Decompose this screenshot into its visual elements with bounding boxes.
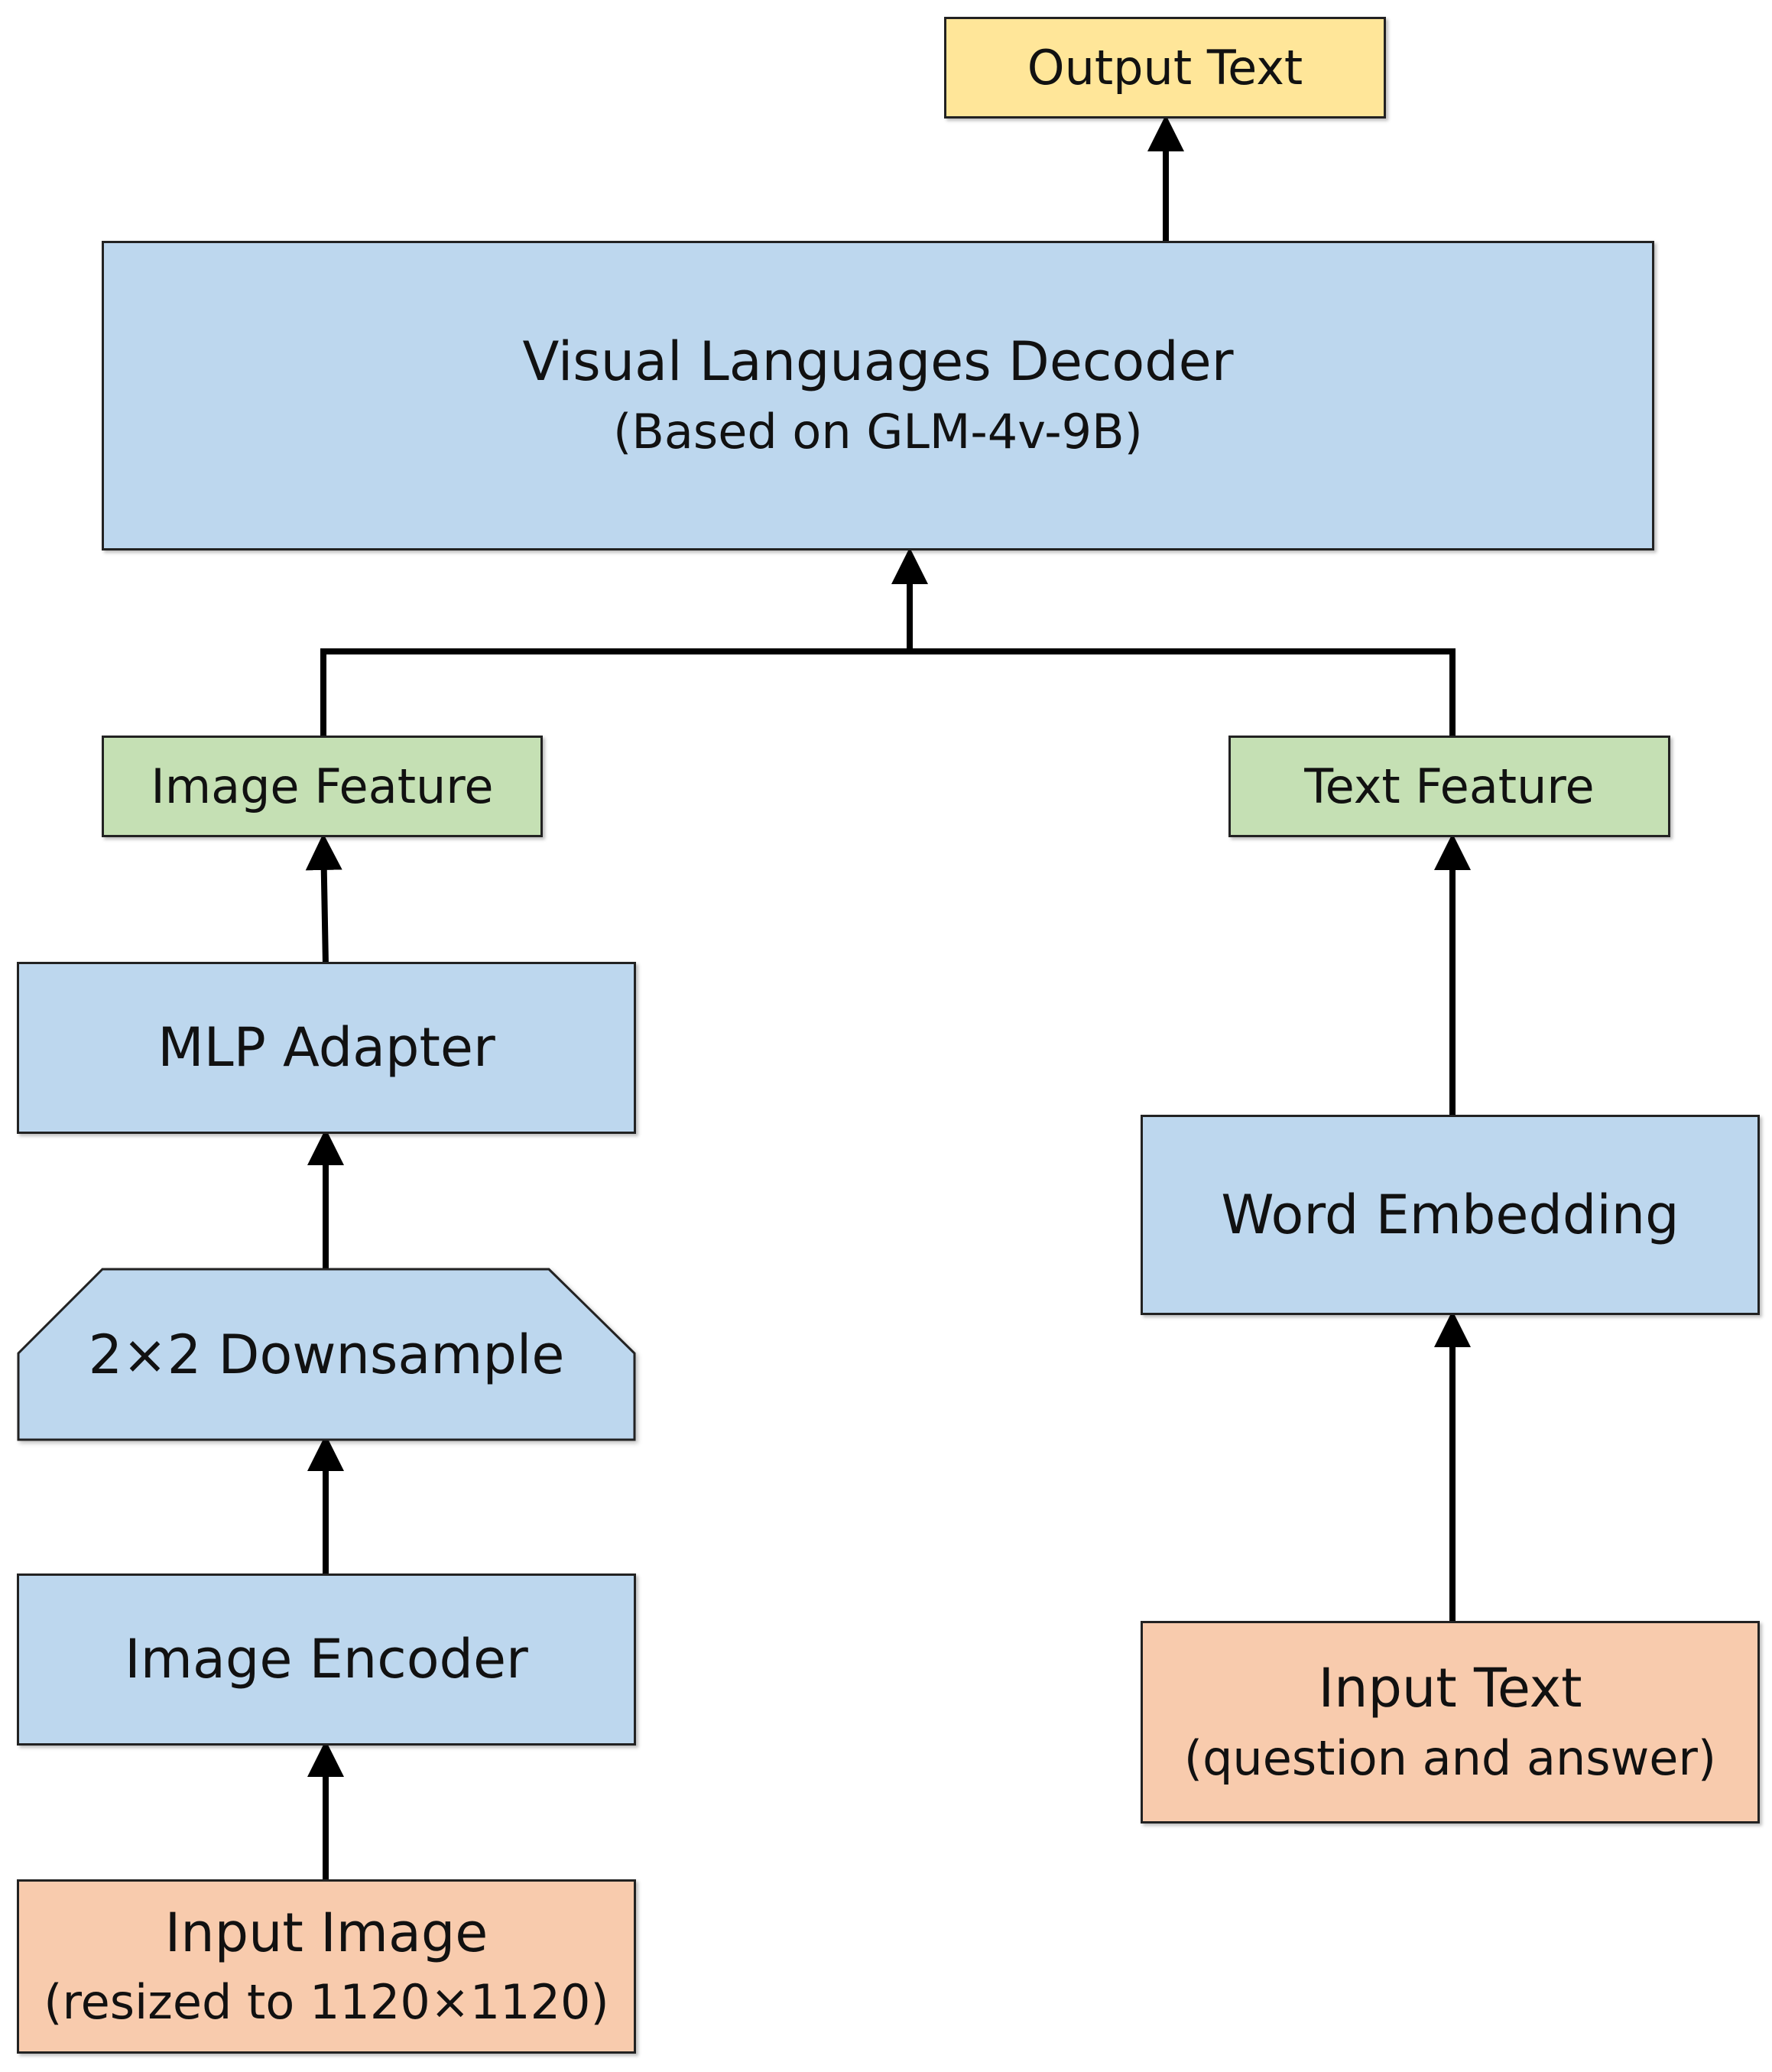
- input-text-title: Input Text: [1318, 1657, 1582, 1720]
- arrow-mlp-to-image-feature: [305, 833, 342, 966]
- word-embedding-label: Word Embedding: [1221, 1183, 1680, 1246]
- image-encoder-label: Image Encoder: [125, 1628, 528, 1691]
- mlp-adapter-label: MLP Adapter: [157, 1016, 495, 1080]
- text-feature-box: Text Feature: [1228, 736, 1670, 837]
- image-feature-box: Image Feature: [102, 736, 543, 837]
- output-text-label: Output Text: [1027, 40, 1303, 96]
- image-feature-label: Image Feature: [151, 758, 494, 814]
- decoder-title: Visual Languages Decoder: [522, 330, 1234, 394]
- input-image-title: Input Image: [164, 1901, 488, 1964]
- downsample-box: 2×2 Downsample: [17, 1268, 636, 1441]
- merge-connector: [320, 648, 1456, 736]
- decoder-subtitle: (Based on GLM-4v-9B): [613, 403, 1143, 460]
- downsample-label: 2×2 Downsample: [88, 1323, 565, 1386]
- input-image-box: Input Image (resized to 1120×1120): [17, 1879, 636, 2054]
- input-text-subtitle: (question and answer): [1183, 1729, 1717, 1786]
- input-text-box: Input Text (question and answer): [1141, 1621, 1760, 1824]
- image-encoder-box: Image Encoder: [17, 1573, 636, 1746]
- downsample-shape: [17, 1268, 636, 1441]
- decoder-box: Visual Languages Decoder (Based on GLM-4…: [102, 241, 1654, 550]
- output-text-box: Output Text: [944, 17, 1386, 119]
- input-image-subtitle: (resized to 1120×1120): [44, 1974, 609, 2031]
- text-feature-label: Text Feature: [1304, 758, 1595, 814]
- mlp-adapter-box: MLP Adapter: [17, 962, 636, 1134]
- word-embedding-box: Word Embedding: [1141, 1115, 1760, 1315]
